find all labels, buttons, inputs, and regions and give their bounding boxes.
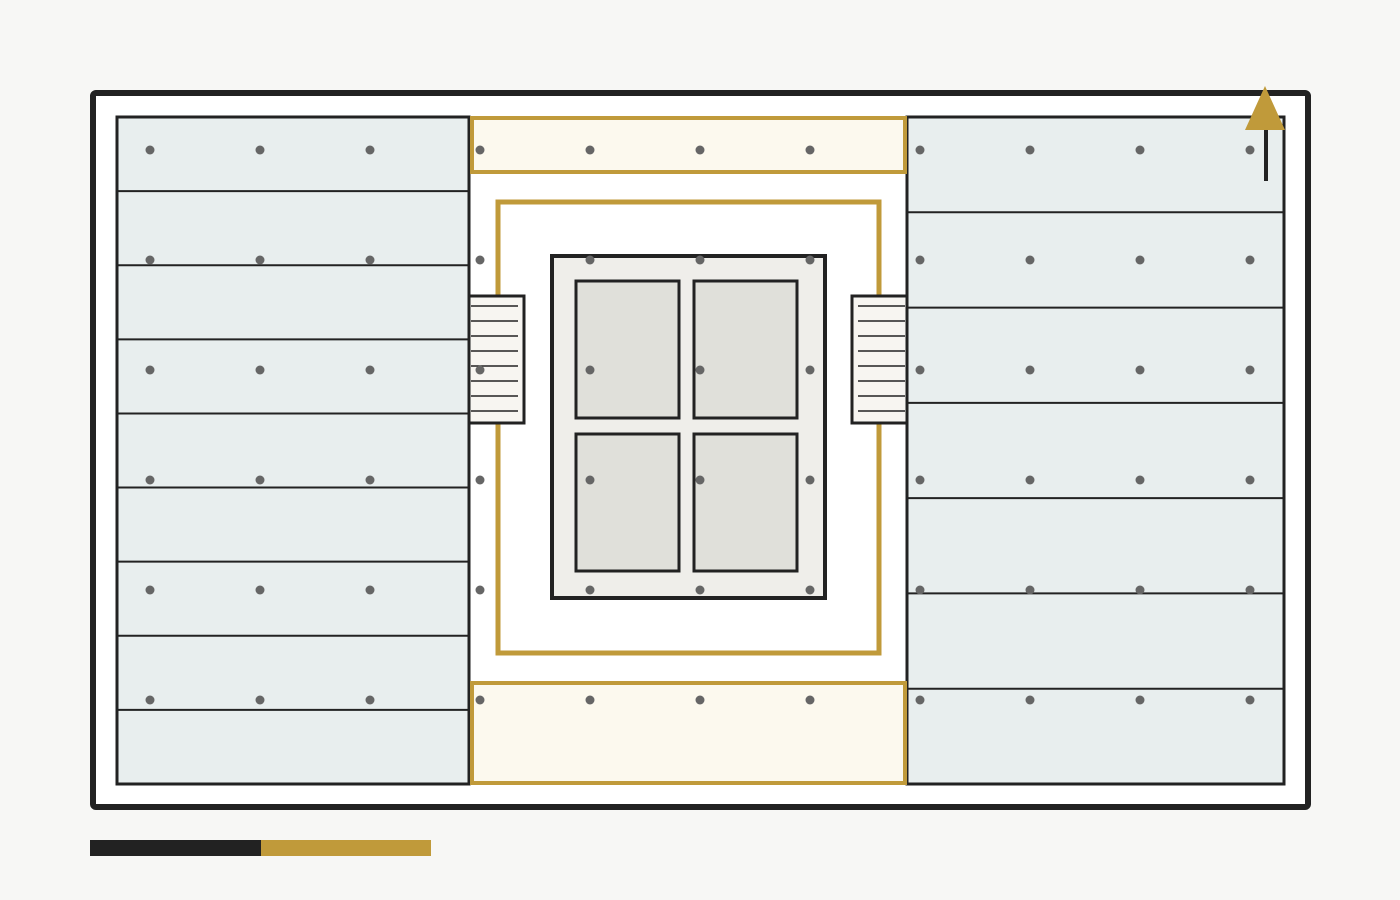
left-stair [467,294,526,425]
column-dot [915,585,925,595]
column-dot [1245,255,1255,265]
core-accent-frame [495,199,882,656]
core-block [550,254,827,600]
column-dot [255,475,265,485]
column-dot [1245,365,1255,375]
column-dot [365,365,375,375]
column-dot [915,255,925,265]
left-stair-treads [471,305,518,412]
scale-bar-segment-dark [90,840,261,856]
left-wing-outline [115,115,471,786]
right-stair-outline [850,294,909,425]
column-dot [915,475,925,485]
column-dot [1025,255,1035,265]
column-dot [1245,695,1255,705]
column-dot [145,365,155,375]
north-arrow-head [1245,86,1285,130]
right-wing [905,115,1286,786]
scale-bar [90,840,431,856]
column-dot [585,475,595,485]
scale-bar-segment-accent [261,840,431,856]
bottom-accent-zone [470,681,907,785]
column-dot [1135,365,1145,375]
column-dot [255,145,265,155]
column-dot [915,695,925,705]
column-dot [1135,475,1145,485]
column-dot [365,695,375,705]
right-stair [850,294,909,425]
column-dot [255,695,265,705]
column-dot [585,695,595,705]
column-dot [1025,585,1035,595]
column-dot [1025,365,1035,375]
column-dot [695,255,705,265]
column-dot [695,365,705,375]
right-wing-bay-lines [907,211,1284,690]
column-dot [915,145,925,155]
column-dot [475,255,485,265]
column-dot [1025,475,1035,485]
column-dot [145,695,155,705]
top-accent-zone [470,116,907,174]
column-dot [475,365,485,375]
column-dot [255,365,265,375]
column-dot [475,585,485,595]
core-room-4 [692,432,799,573]
column-dot [585,365,595,375]
core-room-2 [692,279,799,420]
column-dot [365,585,375,595]
column-dot [695,145,705,155]
column-dot [805,585,815,595]
column-dot [1245,475,1255,485]
column-dot [585,255,595,265]
column-dot [805,145,815,155]
column-dot [145,145,155,155]
column-dot [145,255,155,265]
column-dot [805,365,815,375]
column-dot [1135,145,1145,155]
column-dot [365,475,375,485]
column-dot [1025,145,1035,155]
right-wing-outline [905,115,1286,786]
column-dot [915,365,925,375]
column-dot [1135,585,1145,595]
column-dot [1135,695,1145,705]
column-dot [475,475,485,485]
column-dot [475,145,485,155]
column-dot [145,475,155,485]
column-dot [805,695,815,705]
column-dot [365,255,375,265]
core-room-3 [574,432,681,573]
core-room-1 [574,279,681,420]
left-wing-bay-lines [117,190,469,711]
column-dot [695,695,705,705]
column-dot [805,255,815,265]
column-dot [475,695,485,705]
column-dot [145,585,155,595]
column-dot [1135,255,1145,265]
column-dot [585,585,595,595]
column-dot [1245,585,1255,595]
column-dot [695,475,705,485]
column-dot [805,475,815,485]
left-stair-outline [467,294,526,425]
left-wing [115,115,471,786]
column-dot [255,255,265,265]
column-dot [695,585,705,595]
structural-column-grid [145,145,1255,705]
column-dot [1025,695,1035,705]
column-dot [1245,145,1255,155]
column-dot [585,145,595,155]
column-dot [365,145,375,155]
north-arrow-icon [1245,86,1285,181]
right-stair-treads [858,305,905,412]
column-dot [255,585,265,595]
